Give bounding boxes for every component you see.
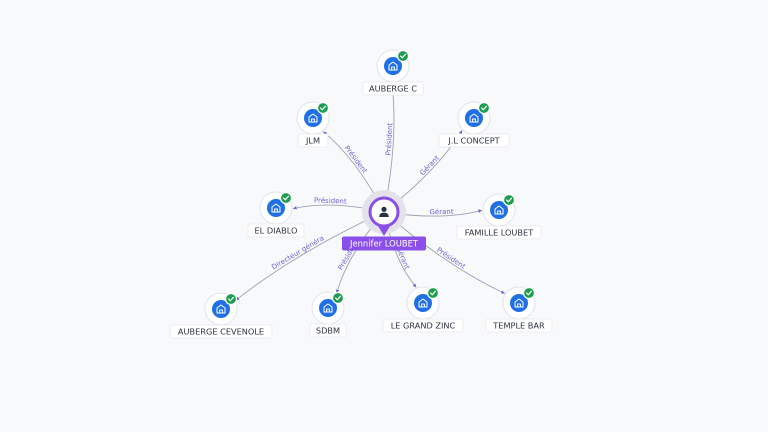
company-node-famille-loubet[interactable]: FAMILLE LOUBET (456, 193, 542, 240)
verified-check-icon (279, 191, 293, 205)
node-icon-bg (384, 57, 402, 75)
center-circle[interactable] (368, 196, 400, 228)
center-person-name: Jennifer LOUBET (349, 239, 419, 249)
edge-relation-label: Président (314, 196, 347, 205)
edge-arrow (478, 209, 483, 213)
company-name-text: SDBM (316, 326, 340, 336)
verified-check-icon (522, 286, 536, 300)
building-icon (308, 113, 318, 123)
building-icon (418, 298, 428, 308)
company-name-text: JLM (305, 136, 320, 146)
edge-relation-label: Président (385, 122, 395, 155)
node-icon-bg (465, 109, 483, 127)
company-node-le-grand-zinc[interactable]: LE GRAND ZINC (382, 286, 464, 333)
company-name-label[interactable]: AUBERGE CEVENOLE (169, 324, 273, 339)
verified-check-icon (396, 49, 410, 63)
node-icon-bg (267, 199, 285, 217)
company-name-label[interactable]: SDBM (309, 323, 347, 338)
edge-arrow (323, 131, 328, 136)
edge-relation-label: Directeur généra (270, 234, 325, 271)
node-icon-bg (304, 109, 322, 127)
verified-check-icon (426, 286, 440, 300)
node-icon-bg (319, 299, 337, 317)
node-icon-bg (414, 294, 432, 312)
building-icon (216, 304, 226, 314)
verified-check-icon (502, 193, 516, 207)
company-name-text: FAMILLE LOUBET (465, 228, 534, 238)
company-node-sdbm[interactable]: SDBM (309, 291, 347, 338)
edge-arrow (292, 206, 297, 210)
building-icon (514, 298, 524, 308)
node-icon-bg (490, 201, 508, 219)
company-name-label[interactable]: J.L CONCEPT (438, 133, 510, 148)
verified-check-icon (316, 101, 330, 115)
company-name-text: EL DIABLO (255, 226, 298, 236)
building-icon (469, 113, 479, 123)
edge-relation-label: Président (435, 246, 467, 271)
company-name-text: AUBERGE C (369, 84, 417, 94)
company-name-text: LE GRAND ZINC (391, 321, 456, 331)
building-icon (323, 303, 333, 313)
company-node-temple-bar[interactable]: TEMPLE BAR (485, 286, 553, 333)
company-node-el-diablo[interactable]: EL DIABLO (247, 191, 305, 238)
company-node-auberge-c[interactable]: AUBERGE C (362, 49, 424, 96)
company-node-auberge-cevenole[interactable]: AUBERGE CEVENOLE (169, 292, 273, 339)
center-person-node[interactable]: Jennifer LOUBET (342, 190, 426, 251)
verified-check-icon (331, 291, 345, 305)
verified-check-icon (477, 101, 491, 115)
company-node-jl-concept[interactable]: J.L CONCEPT (438, 101, 510, 148)
edge-arrow (500, 290, 505, 294)
company-name-text: J.L CONCEPT (447, 136, 500, 146)
edge-relation-label: Gérant (418, 154, 441, 177)
company-name-label[interactable]: TEMPLE BAR (485, 318, 553, 333)
nodes-layer: AUBERGE C JLM J.L CONCEPT EL DIABLO FAMILLE … (169, 49, 553, 339)
company-name-text: TEMPLE BAR (492, 321, 545, 331)
node-icon-bg (212, 300, 230, 318)
node-icon-bg (510, 294, 528, 312)
building-icon (494, 205, 504, 215)
company-name-label[interactable]: AUBERGE C (362, 81, 424, 96)
edge-relation-label: Président (343, 144, 369, 175)
person-icon (379, 206, 389, 217)
verified-check-icon (224, 292, 238, 306)
edge-relation-label: Gérant (429, 208, 453, 216)
building-icon (388, 61, 398, 71)
edge-line (235, 211, 385, 301)
company-name-label[interactable]: JLM (297, 133, 329, 148)
edge-arrow (412, 283, 417, 288)
company-node-jlm[interactable]: JLM (296, 101, 330, 148)
company-name-text: AUBERGE CEVENOLE (178, 327, 264, 337)
edge-arrow (458, 130, 463, 135)
company-name-label[interactable]: LE GRAND ZINC (382, 318, 464, 333)
building-icon (271, 203, 281, 213)
center-pin-tip (378, 226, 390, 236)
company-name-label[interactable]: FAMILLE LOUBET (456, 225, 542, 240)
company-name-label[interactable]: EL DIABLO (247, 223, 305, 238)
center-label-box (342, 236, 426, 251)
